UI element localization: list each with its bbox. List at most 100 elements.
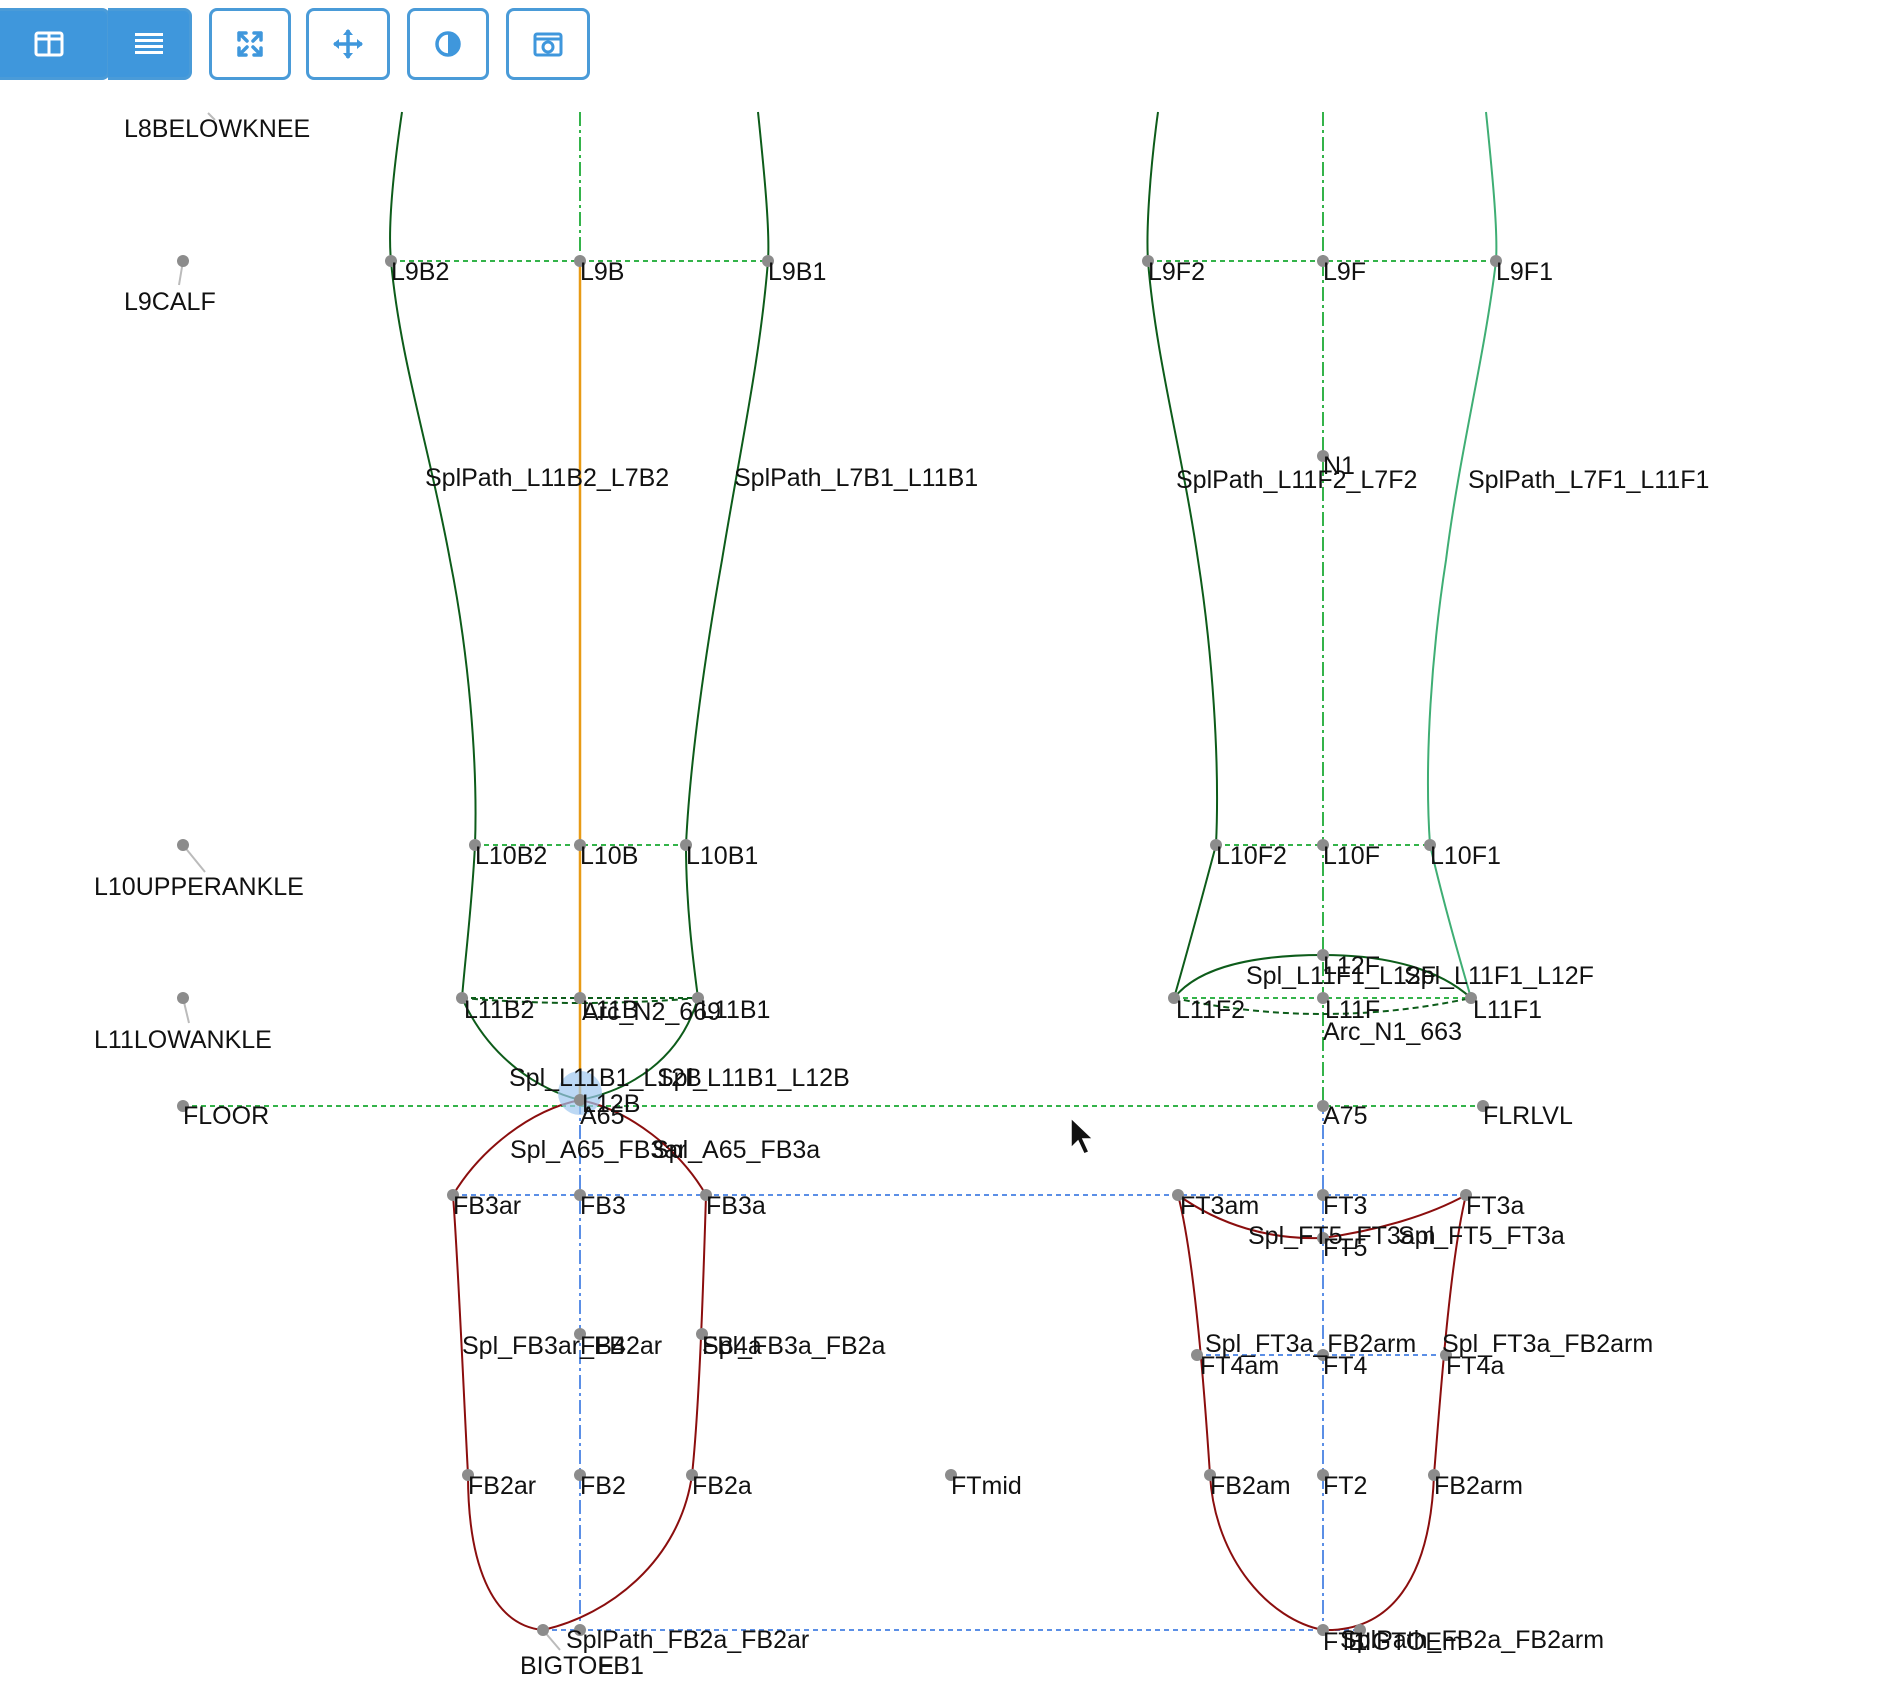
point-l11lowankle[interactable] (177, 992, 189, 1004)
splpath-l7f1-l11f1[interactable] (1426, 111, 1498, 999)
label-l9f: L9F (1323, 258, 1366, 286)
point-fb2[interactable] (574, 1469, 586, 1481)
label-ftmid: FTmid (951, 1472, 1022, 1500)
pan-move-button[interactable] (306, 8, 390, 80)
point-ft3[interactable] (1317, 1189, 1329, 1201)
point-l11f2[interactable] (1168, 992, 1180, 1004)
point-ft4[interactable] (1317, 1349, 1329, 1361)
point-a75[interactable] (1317, 1100, 1329, 1112)
point-l9f1[interactable] (1490, 255, 1502, 267)
point-fb2ar[interactable] (462, 1469, 474, 1481)
label-splpath-fb2a-fb2ar: SplPath_FB2a_FB2ar (566, 1626, 809, 1654)
point-l11b1[interactable] (692, 992, 704, 1004)
point-fb2a[interactable] (686, 1469, 698, 1481)
fit-to-screen-button[interactable] (209, 8, 291, 80)
contrast-button[interactable] (407, 8, 489, 80)
label-fb3: FB3 (580, 1192, 626, 1220)
point-l9f[interactable] (1317, 255, 1329, 267)
point-l10f2[interactable] (1210, 839, 1222, 851)
label-spl-ft3a-fb2arm-a: Spl_FT3a_FB2arm (1205, 1330, 1416, 1358)
point-l11b2[interactable] (456, 992, 468, 1004)
point-l11f1[interactable] (1465, 992, 1477, 1004)
point-l9b2[interactable] (385, 255, 397, 267)
point-ft1[interactable] (1317, 1624, 1329, 1636)
point-ft4am[interactable] (1191, 1349, 1203, 1361)
spl-ft5-ft3a[interactable] (1322, 1194, 1467, 1239)
label-l11b: L11B (582, 996, 639, 1024)
label-arc-n1-663: Arc_N1_663 (1323, 1018, 1462, 1046)
point-l11f[interactable] (1317, 992, 1329, 1004)
point-fb3a[interactable] (700, 1189, 712, 1201)
point-ft4a[interactable] (1440, 1349, 1452, 1361)
screenshot-button[interactable] (506, 8, 590, 80)
label-spl-ft5-ft3a: Spl_FT5_FT3a (1398, 1222, 1565, 1250)
splpath-l7b1-l11b1[interactable] (684, 111, 770, 999)
point-l9f2[interactable] (1142, 255, 1154, 267)
point-ft5[interactable] (1317, 1232, 1329, 1244)
point-ft2[interactable] (1317, 1469, 1329, 1481)
point-fb4[interactable] (574, 1328, 586, 1340)
point-l10upperankle[interactable] (177, 839, 189, 851)
point-a65[interactable] (574, 1094, 586, 1106)
point-fb2arm[interactable] (1428, 1469, 1440, 1481)
point-l10f[interactable] (1317, 839, 1329, 851)
label-l10upperankle: L10UPPERANKLE (94, 873, 304, 901)
label-l10f2: L10F2 (1216, 842, 1287, 870)
splpath-l11f2-l7f2[interactable] (1146, 111, 1219, 999)
label-l9f1: L9F1 (1496, 258, 1553, 286)
fit-to-screen-icon (237, 31, 263, 57)
spl-ft5-ft3am[interactable] (1177, 1194, 1324, 1240)
label-l10f1: L10F1 (1430, 842, 1501, 870)
label-ft5: FT5 (1323, 1234, 1367, 1262)
point-l9b1[interactable] (762, 255, 774, 267)
point-ft3a[interactable] (1460, 1189, 1472, 1201)
label-fb2ar: FB2ar (468, 1472, 536, 1500)
label-fb1: FB1 (598, 1652, 644, 1680)
point-fb4a[interactable] (696, 1328, 708, 1340)
label-fb4a: FB4a (702, 1332, 762, 1360)
point-labels: L8BELOWKNEE L9CALF L10UPPERANKLE L11LOWA… (94, 115, 1709, 1680)
label-splpath-l7f1-l11f1: SplPath_L7F1_L11F1 (1468, 466, 1709, 494)
label-fb3a: FB3a (706, 1192, 766, 1220)
spl-ft3a-fb2arm-right[interactable] (1433, 1194, 1467, 1476)
label-a75: A75 (1323, 1102, 1367, 1130)
point-l11b[interactable] (574, 992, 586, 1004)
point-ft3am[interactable] (1172, 1189, 1184, 1201)
point-fb1[interactable] (574, 1624, 586, 1636)
construction-lines (178, 112, 1496, 1651)
label-l9b1: L9B1 (768, 258, 826, 286)
point-fb2am[interactable] (1204, 1469, 1216, 1481)
point-l10b1[interactable] (680, 839, 692, 851)
point-floor[interactable] (177, 1100, 189, 1112)
point-flrlvl[interactable] (1477, 1100, 1489, 1112)
list-view-button[interactable] (108, 8, 192, 80)
point-l9calf[interactable] (177, 255, 189, 267)
pattern-paths (389, 111, 1498, 1632)
label-fb2: FB2 (580, 1472, 626, 1500)
splpath-l11b2-l7b2[interactable] (389, 111, 477, 999)
arc-n1-663 (1173, 997, 1472, 1015)
spl-fb3ar-fb2ar[interactable] (452, 1194, 469, 1476)
point-fb3ar[interactable] (447, 1189, 459, 1201)
label-spl-l11f1-l12f-b: Spl_L11F1_L12F (1404, 962, 1594, 990)
label-bigtoe: BIGTOE (520, 1652, 614, 1680)
point-l10b2[interactable] (469, 839, 481, 851)
label-ft4a: FT4a (1446, 1352, 1504, 1380)
point-bigtoe[interactable] (537, 1624, 549, 1636)
split-view-button[interactable] (0, 8, 110, 80)
point-l10f1[interactable] (1424, 839, 1436, 851)
point-ftmid[interactable] (945, 1469, 957, 1481)
point-l9b[interactable] (574, 255, 586, 267)
point-bigtoem[interactable] (1354, 1624, 1366, 1636)
label-spl-a65-fb3a: Spl_A65_FB3a (652, 1136, 820, 1164)
label-l10b: L10B (580, 842, 638, 870)
point-l12f[interactable] (1317, 949, 1329, 961)
point-l10b[interactable] (574, 839, 586, 851)
point-fb3[interactable] (574, 1189, 586, 1201)
label-spl-l11b1-l12b-a: Spl_L11B1_L12B (509, 1064, 702, 1092)
spl-ft3a-fb2arm-left[interactable] (1177, 1194, 1211, 1476)
point-n1[interactable] (1317, 450, 1329, 462)
pan-move-icon (333, 29, 363, 59)
label-arc-n2-669: Arc_N2_669 (582, 998, 721, 1026)
